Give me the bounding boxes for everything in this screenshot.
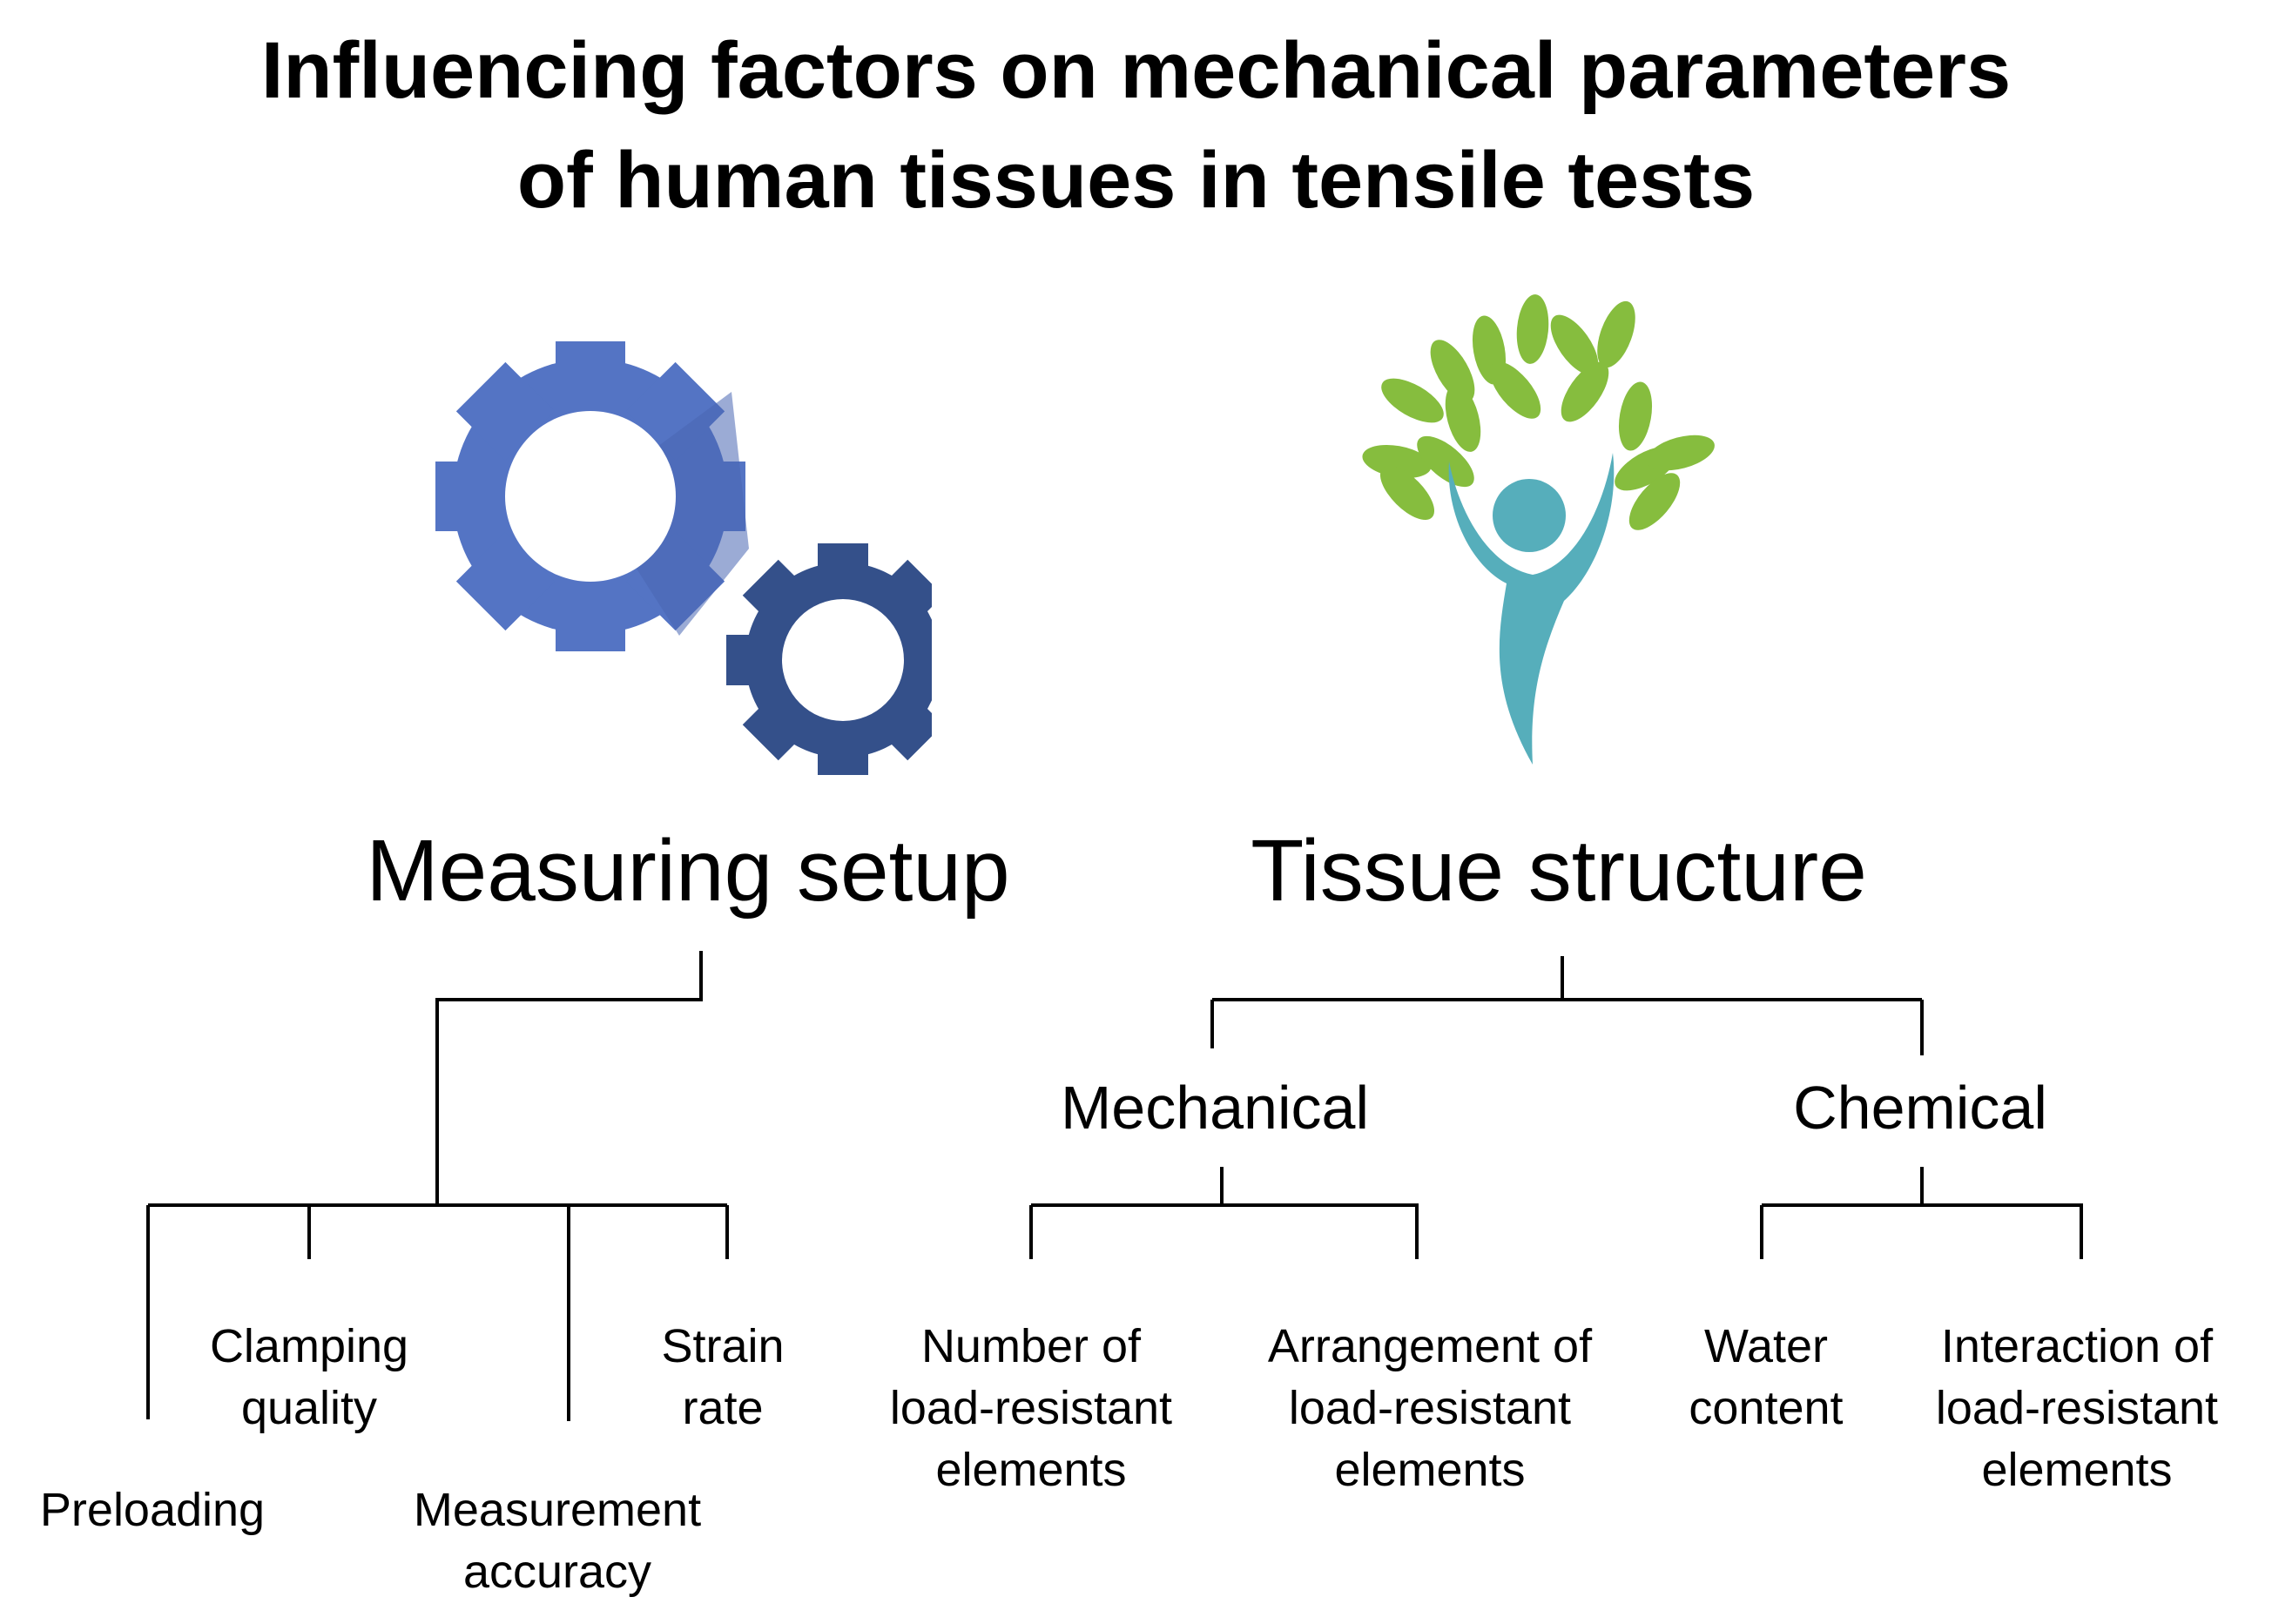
human-figure	[1448, 453, 1615, 765]
leaf-arrangement-line-1: Arrangement of	[1267, 1320, 1593, 1372]
tissue-structure-label: Tissue structure	[1251, 822, 1867, 920]
leaf-arrangement-of-elements: Arrangement of load-resistant elements	[1230, 1316, 1630, 1501]
chemical-label: Chemical	[1793, 1074, 2047, 1142]
title-line-1: Influencing factors on mechanical parame…	[260, 26, 2012, 115]
leaf-number-of-elements: Number of load-resistant elements	[857, 1316, 1205, 1501]
leaf-preloading: Preloading	[0, 1479, 305, 1541]
leaf-clamping-line-1: Clamping	[209, 1320, 409, 1372]
chemical-bar	[1760, 1203, 2083, 1259]
title-line-2: of human tissues in tensile tests	[516, 136, 1756, 225]
leaf-cluster	[1362, 294, 1715, 530]
gears-icon	[435, 341, 932, 775]
leaf-arrangement-line-2: load-resistant	[1288, 1382, 1572, 1434]
leaf-number-line-3: elements	[935, 1444, 1127, 1496]
leaf-strain-line-1: Strain	[661, 1320, 785, 1372]
leaf-interaction-line-2: load-resistant	[1935, 1382, 2219, 1434]
leaf-strain-line-2: rate	[682, 1382, 764, 1434]
leaf-preloading-line-1: Preloading	[39, 1484, 266, 1536]
measuring-setup-label: Measuring setup	[366, 822, 1010, 920]
measuring-connector	[435, 951, 703, 1205]
leaf-measurement-accuracy: Measurement accuracy	[383, 1479, 731, 1603]
leaf-number-line-2: load-resistant	[889, 1382, 1173, 1434]
leaf-measurement-line-2: accuracy	[462, 1546, 652, 1598]
mechanical-label: Mechanical	[1060, 1074, 1370, 1142]
large-gear	[435, 341, 749, 651]
mechanical-bar	[1029, 1203, 1419, 1259]
leaf-clamping-quality: Clamping quality	[157, 1316, 462, 1439]
leaf-number-line-1: Number of	[920, 1320, 1142, 1372]
leaf-interaction-line-1: Interaction of	[1940, 1320, 2214, 1372]
leaf-arrangement-line-3: elements	[1334, 1444, 1526, 1496]
leaf-water-line-1: Water	[1703, 1320, 1828, 1372]
leaf-water-content: Water content	[1635, 1316, 1897, 1439]
human-tree-icon	[1362, 294, 1715, 765]
leaf-water-line-2: content	[1689, 1382, 1844, 1434]
leaf-interaction-line-3: elements	[1981, 1444, 2173, 1496]
leaf-interaction-of-elements: Interaction of load-resistant elements	[1890, 1316, 2264, 1501]
leaf-clamping-line-2: quality	[240, 1382, 378, 1434]
leaf-strain-rate: Strain rate	[592, 1316, 853, 1439]
small-gear	[726, 543, 932, 775]
diagram-title: Influencing factors on mechanical parame…	[0, 16, 2272, 235]
leaf-measurement-line-1: Measurement	[413, 1484, 702, 1536]
